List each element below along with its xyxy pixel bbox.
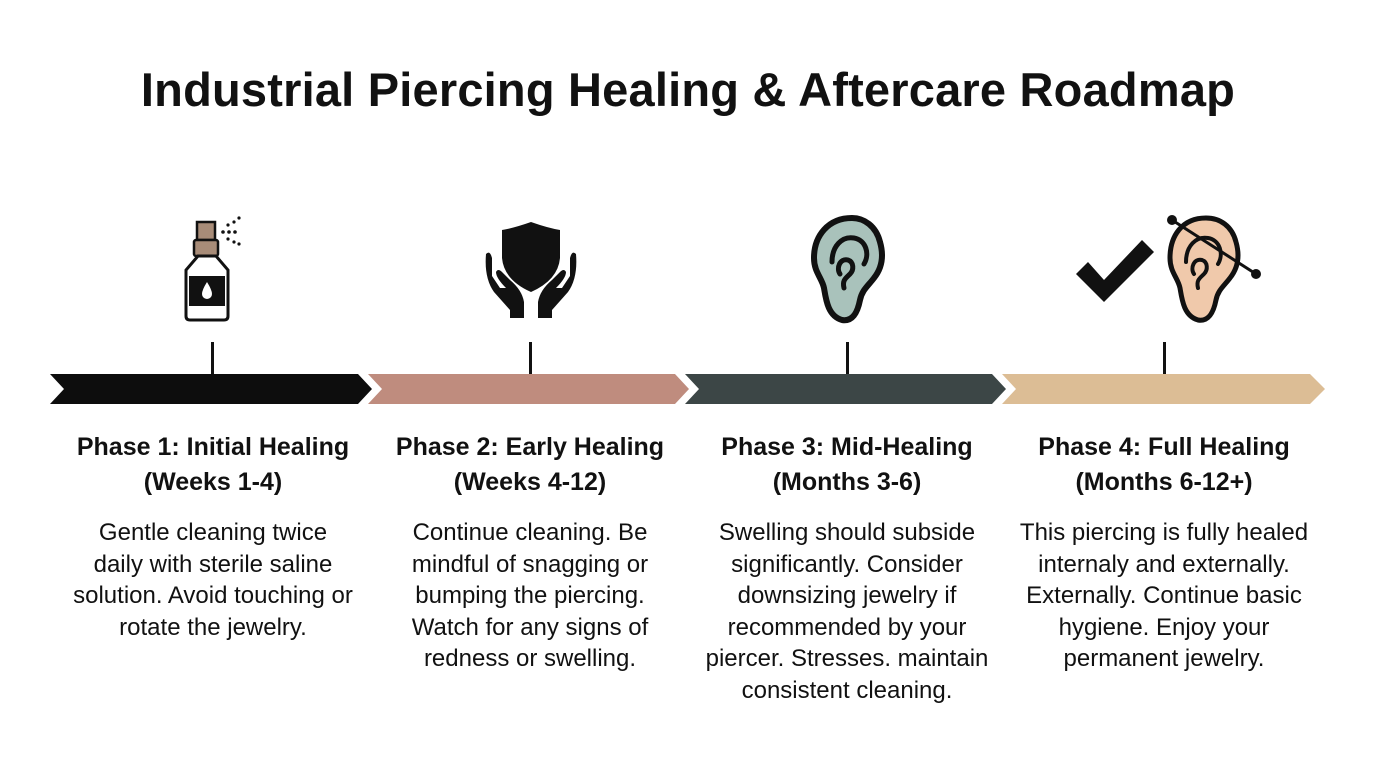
timeline-segment-3 xyxy=(685,374,1006,404)
phase-3-column: Phase 3: Mid-Healing (Months 3-6) Swelli… xyxy=(687,430,1007,706)
phase-3-title: Phase 3: Mid-Healing xyxy=(721,433,973,461)
phase-1-column: Phase 1: Initial Healing (Weeks 1-4) Gen… xyxy=(53,430,373,643)
phase-1-title: Phase 1: Initial Healing xyxy=(76,433,350,461)
phase-2-column: Phase 2: Early Healing (Weeks 4-12) Cont… xyxy=(370,430,690,675)
phase-4-title: Phase 4: Full Healing xyxy=(1038,433,1290,461)
page-title: Industrial Piercing Healing & Aftercare … xyxy=(140,63,1236,116)
checkmark-pierced-ear-icon xyxy=(1076,215,1261,323)
timeline-tick-1 xyxy=(211,342,214,374)
saline-spray-bottle-icon xyxy=(184,216,241,322)
phase-4-description: This piercing is fully healed internaly … xyxy=(1019,519,1309,672)
timeline-segment-2 xyxy=(368,374,689,404)
hands-shield-icon xyxy=(485,222,577,318)
phase-2-duration: (Weeks 4-12) xyxy=(453,468,607,496)
phase-4-duration: (Months 6-12+) xyxy=(1075,468,1253,496)
phase-2-description: Continue cleaning. Be mindful of snaggin… xyxy=(411,519,649,672)
timeline-tick-4 xyxy=(1163,342,1166,374)
phase-3-description: Swelling should subside significantly. C… xyxy=(705,519,989,704)
timeline-segment-1 xyxy=(50,374,372,404)
timeline-tick-3 xyxy=(846,342,849,374)
phase-1-description: Gentle cleaning twice daily with sterile… xyxy=(73,519,353,641)
phase-2-title: Phase 2: Early Healing xyxy=(395,433,665,461)
ear-icon xyxy=(810,214,885,324)
timeline-segment-4 xyxy=(1002,374,1325,404)
timeline-tick-2 xyxy=(529,342,532,374)
timeline-arrow xyxy=(50,374,1325,404)
phase-1-duration: (Weeks 1-4) xyxy=(143,468,283,496)
phase-4-column: Phase 4: Full Healing (Months 6-12+) Thi… xyxy=(1004,430,1324,675)
phase-3-duration: (Months 3-6) xyxy=(772,468,922,496)
